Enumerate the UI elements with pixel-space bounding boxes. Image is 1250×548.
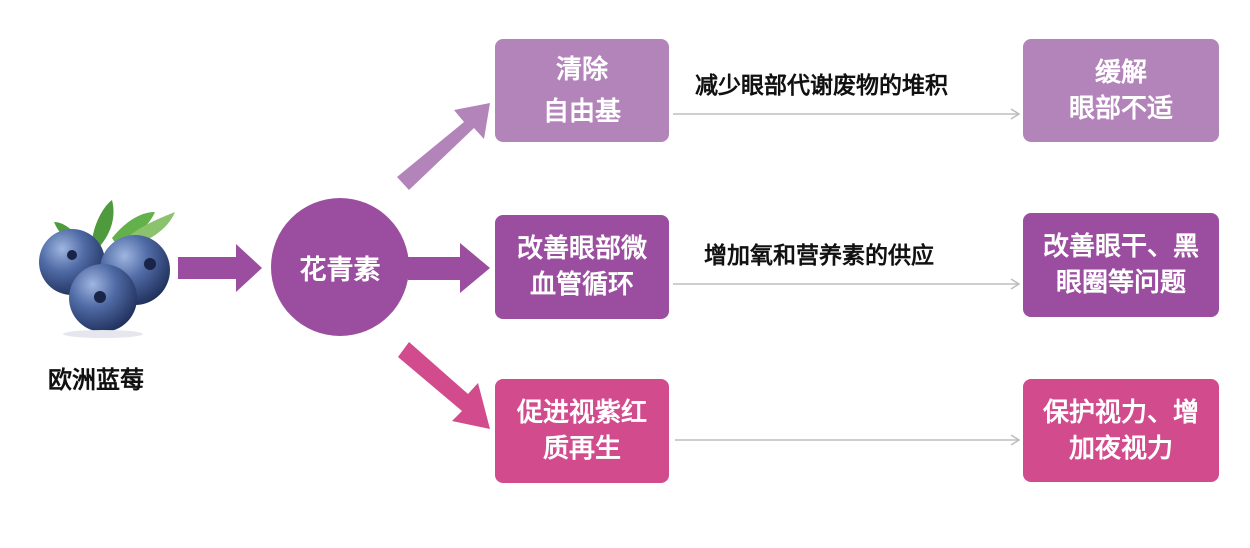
outcome-box-row3: 保护视力、增 加夜视力 xyxy=(1023,379,1219,482)
mechanism-text: 血管循环 xyxy=(529,270,634,300)
arrow-to-row3 xyxy=(398,342,490,429)
arrow-to-row1 xyxy=(397,103,490,190)
source-label: 欧洲蓝莓 xyxy=(48,366,144,394)
outcome-text: 缓解 xyxy=(1094,57,1147,88)
mechanism-box-row3: 促进视紫红 质再生 xyxy=(495,379,669,483)
outcome-box-row1: 缓解 眼部不适 xyxy=(1023,39,1219,142)
outcome-text: 加夜视力 xyxy=(1068,433,1173,464)
description-row2: 增加氧和营养素的供应 xyxy=(704,243,934,269)
mechanism-text: 改善眼部微 xyxy=(516,234,647,264)
outcome-text: 保护视力、增 xyxy=(1042,397,1199,428)
outcome-text: 眼圈等问题 xyxy=(1055,268,1186,298)
arrow-to-row2 xyxy=(408,243,490,293)
description-row1: 减少眼部代谢废物的堆积 xyxy=(695,73,948,99)
anthocyanin-node: 花青素 xyxy=(271,198,409,336)
outcome-text: 眼部不适 xyxy=(1068,93,1173,124)
arrow-to-anthocyanin xyxy=(178,244,262,292)
mechanism-box-row1: 清除 自由基 xyxy=(495,39,669,142)
leaf-icon xyxy=(112,212,155,244)
mechanism-text: 促进视紫红 xyxy=(516,398,647,428)
outcome-text: 改善眼干、黑 xyxy=(1042,232,1199,262)
mechanism-text: 自由基 xyxy=(542,96,621,127)
leaf-icon xyxy=(92,200,114,246)
mechanism-text: 质再生 xyxy=(542,434,621,464)
mechanism-text: 清除 xyxy=(555,54,608,85)
mechanism-box-row2: 改善眼部微 血管循环 xyxy=(495,215,669,319)
outcome-box-row2: 改善眼干、黑 眼圈等问题 xyxy=(1023,213,1219,317)
